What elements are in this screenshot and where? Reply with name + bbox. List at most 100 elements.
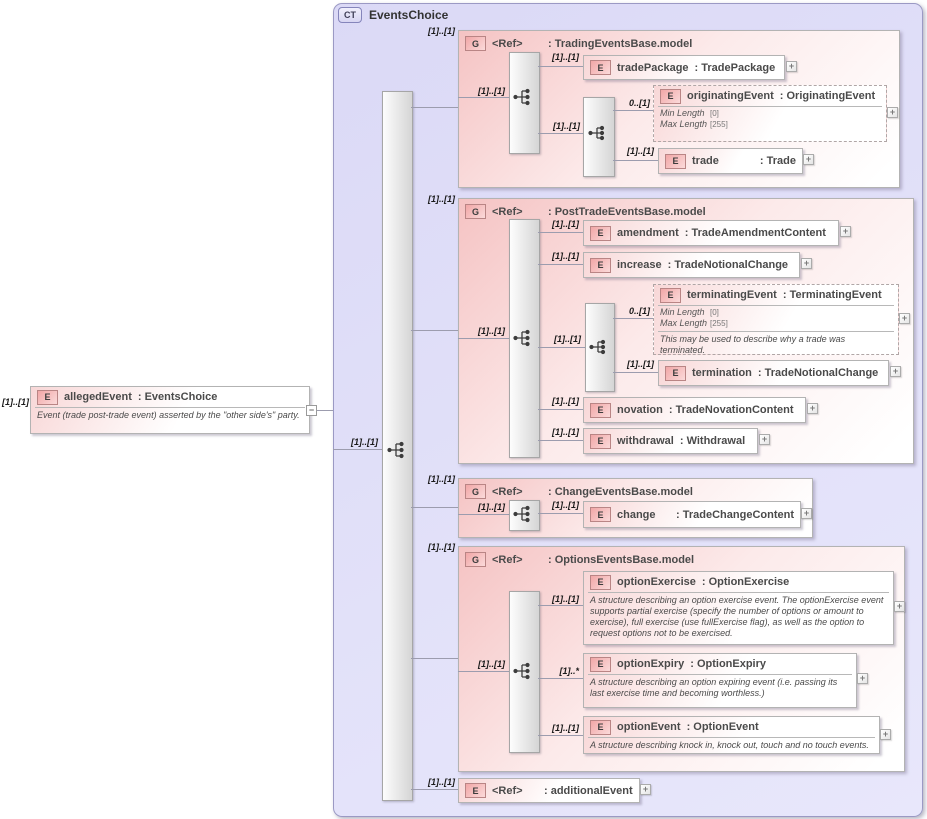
expand-button[interactable]: + — [890, 366, 901, 377]
element-name: tradePackage — [617, 61, 689, 74]
element-type: : OptionExercise — [701, 576, 790, 588]
cardinality-label: [1]..[1] — [552, 52, 579, 62]
element-name: trade — [692, 155, 719, 167]
expand-button[interactable]: + — [894, 601, 905, 612]
group-ref: <Ref> — [492, 205, 523, 218]
expand-button[interactable]: + — [759, 434, 770, 445]
group-ref: <Ref> — [492, 37, 523, 50]
separator — [35, 407, 305, 408]
element-box-terminatingevent[interactable]: E terminatingEvent : TerminatingEvent Mi… — [653, 284, 899, 355]
element-name: terminatingEvent — [687, 289, 777, 301]
element-box-amendment[interactable]: E amendment : TradeAmendmentContent — [583, 220, 839, 246]
choice-bar — [382, 91, 413, 801]
connector-line — [613, 160, 658, 161]
connector-line — [458, 97, 509, 98]
element-name: change — [617, 508, 656, 521]
element-box-optionexercise[interactable]: E optionExercise : OptionExercise A stru… — [583, 571, 894, 645]
element-badge: E — [660, 88, 681, 104]
element-box-additionalevent[interactable]: E <Ref> : additionalEvent — [458, 778, 640, 803]
element-type: : Withdrawal — [679, 435, 746, 447]
expand-button[interactable]: + — [801, 258, 812, 269]
element-box-withdrawal[interactable]: E withdrawal : Withdrawal — [583, 428, 758, 454]
element-badge: E — [37, 389, 58, 405]
element-box-increase[interactable]: E increase : TradeNotionalChange — [583, 252, 800, 278]
element-badge: E — [590, 656, 611, 672]
element-type: : OriginatingEvent — [779, 90, 876, 102]
connector-line — [613, 318, 653, 319]
cardinality-label: [1]..[1] — [478, 502, 505, 512]
element-box-optionexpiry[interactable]: E optionExpiry : OptionExpiry A structur… — [583, 653, 857, 708]
expand-button[interactable]: + — [887, 107, 898, 118]
cardinality-label: [1]..[1] — [2, 397, 29, 407]
cardinality-label: [1]..[1] — [553, 121, 580, 131]
element-box-novation[interactable]: E novation : TradeNovationContent — [583, 397, 806, 423]
expand-button[interactable]: + — [880, 729, 891, 740]
group-type: : ChangeEventsBase.model — [548, 485, 693, 498]
cardinality-label: [1]..[1] — [552, 723, 579, 733]
cardinality-label: [1]..[1] — [552, 251, 579, 261]
connector-line — [538, 513, 583, 514]
complex-type-badge: CT — [338, 7, 362, 23]
ct-title: EventsChoice — [369, 8, 449, 22]
element-badge: E — [660, 287, 681, 303]
group-badge: G — [465, 552, 486, 567]
facet-value: [255] — [710, 120, 728, 129]
expand-button[interactable]: + — [803, 154, 814, 165]
element-type: : TradeChangeContent — [676, 508, 794, 521]
cardinality-label: 0..[1] — [628, 98, 650, 108]
element-box-optionevent[interactable]: E optionEvent : OptionEvent A structure … — [583, 716, 880, 754]
separator — [588, 674, 852, 675]
connector-line — [411, 658, 458, 659]
choice-icon — [387, 441, 404, 459]
connector-line — [538, 735, 583, 736]
expand-button[interactable]: + — [640, 784, 651, 795]
expand-button[interactable]: + — [840, 226, 851, 237]
annotation: A structure describing an option exercis… — [590, 595, 884, 638]
connector-line — [538, 347, 585, 348]
expand-button[interactable]: + — [899, 313, 910, 324]
cardinality-label: [1]..[1] — [428, 26, 455, 36]
connector-line — [458, 338, 509, 339]
element-type: : TradeNovationContent — [668, 404, 794, 416]
connector-line — [538, 133, 583, 134]
connector-line — [538, 605, 583, 606]
element-type: : TradeAmendmentContent — [684, 227, 826, 239]
element-type: : EventsChoice — [137, 391, 218, 403]
element-badge: E — [465, 783, 486, 798]
choice-icon — [513, 505, 530, 523]
collapse-button[interactable]: − — [306, 405, 317, 416]
element-box-change[interactable]: E change : TradeChangeContent — [583, 501, 801, 528]
cardinality-label: [1]..[1] — [478, 659, 505, 669]
connector-line — [538, 232, 583, 233]
element-ref: <Ref> — [492, 784, 523, 797]
element-box-termination[interactable]: E termination : TradeNotionalChange — [658, 360, 889, 386]
choice-bar — [509, 219, 540, 458]
sequence-icon — [588, 125, 605, 141]
expand-button[interactable]: + — [801, 508, 812, 519]
connector-line — [538, 678, 583, 679]
connector-line — [538, 264, 583, 265]
facet-value: [0] — [710, 308, 719, 317]
group-type: : PostTradeEventsBase.model — [548, 205, 706, 218]
expand-button[interactable]: + — [786, 61, 797, 72]
element-badge: E — [590, 60, 611, 75]
element-box-tradepackage[interactable]: E tradePackage : TradePackage — [583, 55, 785, 80]
cardinality-label: [1]..[1] — [627, 146, 654, 156]
connector-line — [613, 110, 653, 111]
cardinality-label: [1]..[1] — [552, 396, 579, 406]
element-badge: E — [590, 433, 611, 449]
expand-button[interactable]: + — [857, 673, 868, 684]
expand-button[interactable]: + — [807, 403, 818, 414]
element-type: : TradePackage — [694, 61, 776, 74]
cardinality-label: [1]..[1] — [428, 542, 455, 552]
connector-line — [411, 507, 458, 508]
element-box-trade[interactable]: E trade : Trade — [658, 148, 803, 174]
element-name: originatingEvent — [687, 90, 774, 102]
separator — [658, 106, 882, 107]
facet-value: [0] — [710, 109, 719, 118]
element-box-originatingevent[interactable]: E originatingEvent : OriginatingEvent Mi… — [653, 85, 887, 142]
annotation: A structure describing an option expirin… — [590, 677, 838, 698]
element-box-allegedevent[interactable]: E allegedEvent : EventsChoice Event (tra… — [30, 386, 310, 434]
group-badge: G — [465, 484, 486, 499]
element-badge: E — [590, 507, 611, 522]
